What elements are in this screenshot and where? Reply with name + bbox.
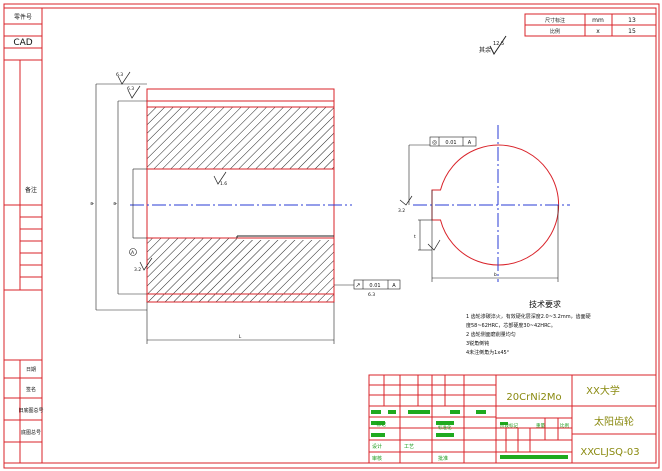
dim-length: L [239, 334, 242, 340]
tol-right-datum: A [392, 283, 396, 289]
tol-top-datum: A [468, 140, 472, 146]
side-top-label: 零件号 [14, 13, 32, 21]
global-roughness [489, 35, 507, 55]
top-table [524, 13, 657, 37]
title-block [368, 374, 657, 464]
tol-right-value: 0.01 [369, 283, 380, 289]
tb-row-review: 审核 [372, 455, 382, 462]
dim-od: φ [90, 202, 95, 205]
tb-mid-std: 标准化 [438, 424, 452, 431]
dim-key-depth: t [414, 234, 416, 240]
tb-stage-1: 重量 [536, 422, 545, 429]
top-table-label-0: 尺寸标注 [545, 17, 565, 24]
tol-right-note: 6.3 [368, 292, 375, 298]
tb-part-name: 太阳齿轮 [594, 415, 634, 428]
tech-title: 技术要求 [529, 299, 561, 309]
dim-key-width: b [494, 272, 497, 278]
rough-key: 3.2 [398, 208, 405, 214]
global-roughness-label: 其余 [479, 46, 491, 54]
tb-small-0: 标记 [376, 421, 386, 428]
end-view [399, 125, 570, 282]
tb-org: XX大学 [586, 384, 620, 397]
tech-line-2: 度58~62HRC，芯部硬度30~42HRC。 [466, 322, 556, 329]
side-panel [3, 7, 43, 464]
tech-line-5: 4未注倒角为1x45° [466, 349, 510, 356]
side-label-base: 底图总号 [21, 429, 41, 436]
tol-right-symbol: ↗ [355, 282, 360, 289]
side-cad-label: CAD [13, 38, 32, 48]
tech-line-4: 3锐角倒钝 [466, 340, 489, 347]
tb-stage-0: 阶段标记 [500, 422, 518, 429]
inner-frame [41, 7, 657, 464]
rough-left-a: 6.3 [116, 72, 123, 78]
tb-stage-2: 比例 [560, 422, 569, 429]
tech-line-3: 2 齿轮侧面磨削量均匀 [466, 331, 516, 338]
tb-row-craft: 工艺 [404, 444, 414, 450]
tol-top-symbol: ◎ [432, 139, 437, 146]
tb-mid-approve: 批准 [438, 455, 448, 462]
hatch-top [147, 107, 334, 169]
section-view [95, 71, 401, 344]
top-table-unit-0: mm [592, 17, 604, 24]
side-mid-label: 备注 [25, 186, 37, 194]
bore [147, 169, 334, 238]
side-label-date: 日期 [26, 367, 36, 373]
tol-top-value: 0.01 [445, 140, 456, 146]
top-table-value-1: 15 [628, 28, 636, 35]
tb-row-design: 设计 [372, 443, 382, 450]
global-roughness-value: 12.5 [493, 41, 504, 47]
tech-line-1: 1 齿轮渗碳淬火，有效硬化层深度2.0~3.2mm，齿面硬 [466, 313, 591, 320]
side-label-old-base: 旧底图总号 [18, 407, 43, 414]
top-table-label-1: 比例 [550, 28, 560, 35]
rough-left-b: 6.3 [127, 86, 134, 92]
dim-bore: φ [113, 202, 118, 205]
hatch-bottom [147, 238, 334, 302]
tb-drawing-no: XXCLJSQ-03 [580, 447, 639, 458]
tb-material: 20CrNi2Mo [506, 392, 561, 403]
side-label-sign: 签名 [26, 386, 36, 393]
rough-bore: 1.6 [220, 181, 227, 187]
top-table-value-0: 13 [628, 17, 636, 24]
rough-left-c: 3.2 [134, 267, 141, 273]
datum-left: A [131, 250, 135, 256]
top-table-unit-1: x [596, 28, 600, 35]
